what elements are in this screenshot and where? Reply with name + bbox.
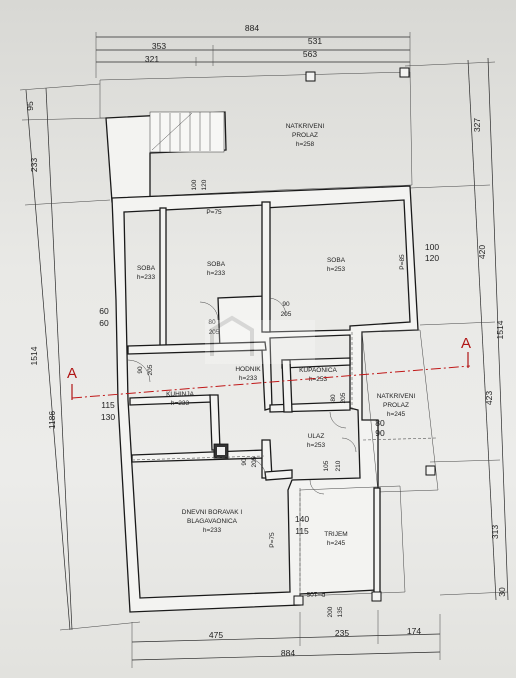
dim-bottom-884: 884 <box>281 648 295 658</box>
open-80c: 80 <box>375 418 385 428</box>
open-90a: 90 <box>282 301 290 308</box>
open-120a: 120 <box>201 179 208 190</box>
dim-top-total: 884 <box>245 23 259 33</box>
open-115a: 115 <box>101 400 115 410</box>
room-3-name: SOBA <box>327 257 346 264</box>
room-1-name: SOBA <box>137 265 156 272</box>
room-4-name: HODNIK <box>235 366 261 373</box>
room-7-name2: PROLAZ <box>383 402 409 409</box>
room-7-height: h=245 <box>387 411 406 418</box>
room-8-height: h=253 <box>307 442 326 449</box>
open-90c: 90 <box>241 458 248 466</box>
open-90d: 90 <box>375 428 385 438</box>
dim-top-531: 531 <box>308 36 322 46</box>
open-p75a: P=75 <box>206 209 222 216</box>
open-100b: 100 <box>425 242 439 252</box>
open-120b: 120 <box>425 253 439 263</box>
room-2-name: SOBA <box>207 261 226 268</box>
open-p85: P=85 <box>399 254 406 270</box>
open-115b: 115 <box>295 526 309 536</box>
dim-bottom-475: 475 <box>209 630 223 640</box>
dim-right-420: 420 <box>477 245 487 259</box>
room-0-name2: PROLAZ <box>292 132 318 139</box>
open-90b: 90 <box>137 366 144 374</box>
open-80b: 80 <box>330 394 337 402</box>
bottom-dimensions: 475 235 174 884 <box>131 610 441 668</box>
room-labels: NATKRIVENI PROLAZ h=258 SOBA h=233 SOBA … <box>137 123 416 547</box>
right-passage <box>361 329 439 493</box>
dim-right-313: 313 <box>490 525 500 539</box>
open-105: 105 <box>323 460 330 471</box>
open-60a: 60 <box>99 306 109 316</box>
open-140: 140 <box>295 514 309 524</box>
partitions <box>127 201 351 481</box>
section-marker-left: A <box>67 365 77 382</box>
open-210: 210 <box>335 460 342 471</box>
dim-left-233: 233 <box>29 158 39 172</box>
door-swings <box>127 297 357 495</box>
dim-top-353: 353 <box>152 41 166 51</box>
room-4-height: h=233 <box>239 375 258 382</box>
dim-left-95: 95 <box>25 101 35 111</box>
room-5-height: h=253 <box>309 376 328 383</box>
dim-right-423: 423 <box>484 391 494 405</box>
open-205a: 205 <box>281 311 292 318</box>
dim-right-327: 327 <box>472 118 482 132</box>
top-dimensions: 884 531 353 563 321 <box>95 23 411 78</box>
dim-bottom-174: 174 <box>407 626 421 636</box>
room-9-name2: BLAGAVAONICA <box>187 518 238 525</box>
room-6-height: h=233 <box>171 400 190 407</box>
open-130a: 130 <box>101 412 115 422</box>
open-205c: 205 <box>147 364 154 375</box>
columns <box>293 67 436 606</box>
room-8-name: ULAZ <box>308 433 325 440</box>
dim-right-1514: 1514 <box>495 320 505 339</box>
open-205b: 205 <box>209 329 220 336</box>
room-10-height: h=245 <box>327 540 346 547</box>
room-5-name: KUPAONICA <box>299 367 337 374</box>
building <box>99 67 439 613</box>
room-7-name: NATKRIVENI <box>377 393 416 400</box>
stair-steps <box>151 112 211 152</box>
dim-top-563: 563 <box>303 49 317 59</box>
left-dimensions: 95 233 1514 1186 <box>19 83 141 631</box>
watermark-logo <box>205 315 315 364</box>
room-3-height: h=253 <box>327 266 346 273</box>
room-9-height: h=233 <box>203 527 222 534</box>
opening-labels: 100 120 P=75 60 60 90 205 80 205 90 205 … <box>99 179 439 617</box>
room-6-name: KUHINJA <box>166 391 194 398</box>
room-1-height: h=233 <box>137 274 156 281</box>
open-80a: 80 <box>208 319 216 326</box>
dim-right-30: 30 <box>497 587 507 597</box>
dim-top-321: 321 <box>145 54 159 64</box>
open-p75b: P=75 <box>269 532 276 548</box>
dashed-lines <box>131 332 437 596</box>
section-marker-right: A <box>461 335 471 352</box>
room-0-name: NATKRIVENI <box>286 123 325 130</box>
room-0-height: h=258 <box>296 141 315 148</box>
open-205d: 205 <box>340 392 347 403</box>
dim-left-1514: 1514 <box>29 346 39 365</box>
section-line: A A <box>67 335 471 400</box>
dim-left-1186: 1186 <box>47 411 57 430</box>
open-p105: P=105 <box>306 590 325 597</box>
open-200: 200 <box>327 606 334 617</box>
room-2-height: h=233 <box>207 270 226 277</box>
dim-bottom-235: 235 <box>335 628 349 638</box>
room-10-name: TRIJEM <box>324 531 347 538</box>
open-205e: 205 <box>251 456 258 467</box>
room-9-name: DNEVNI BORAVAK I <box>182 509 243 516</box>
right-dimensions: 327 420 1514 423 313 30 <box>404 57 509 601</box>
open-100a: 100 <box>191 179 198 190</box>
open-60b: 60 <box>99 318 109 328</box>
open-135: 135 <box>337 606 344 617</box>
